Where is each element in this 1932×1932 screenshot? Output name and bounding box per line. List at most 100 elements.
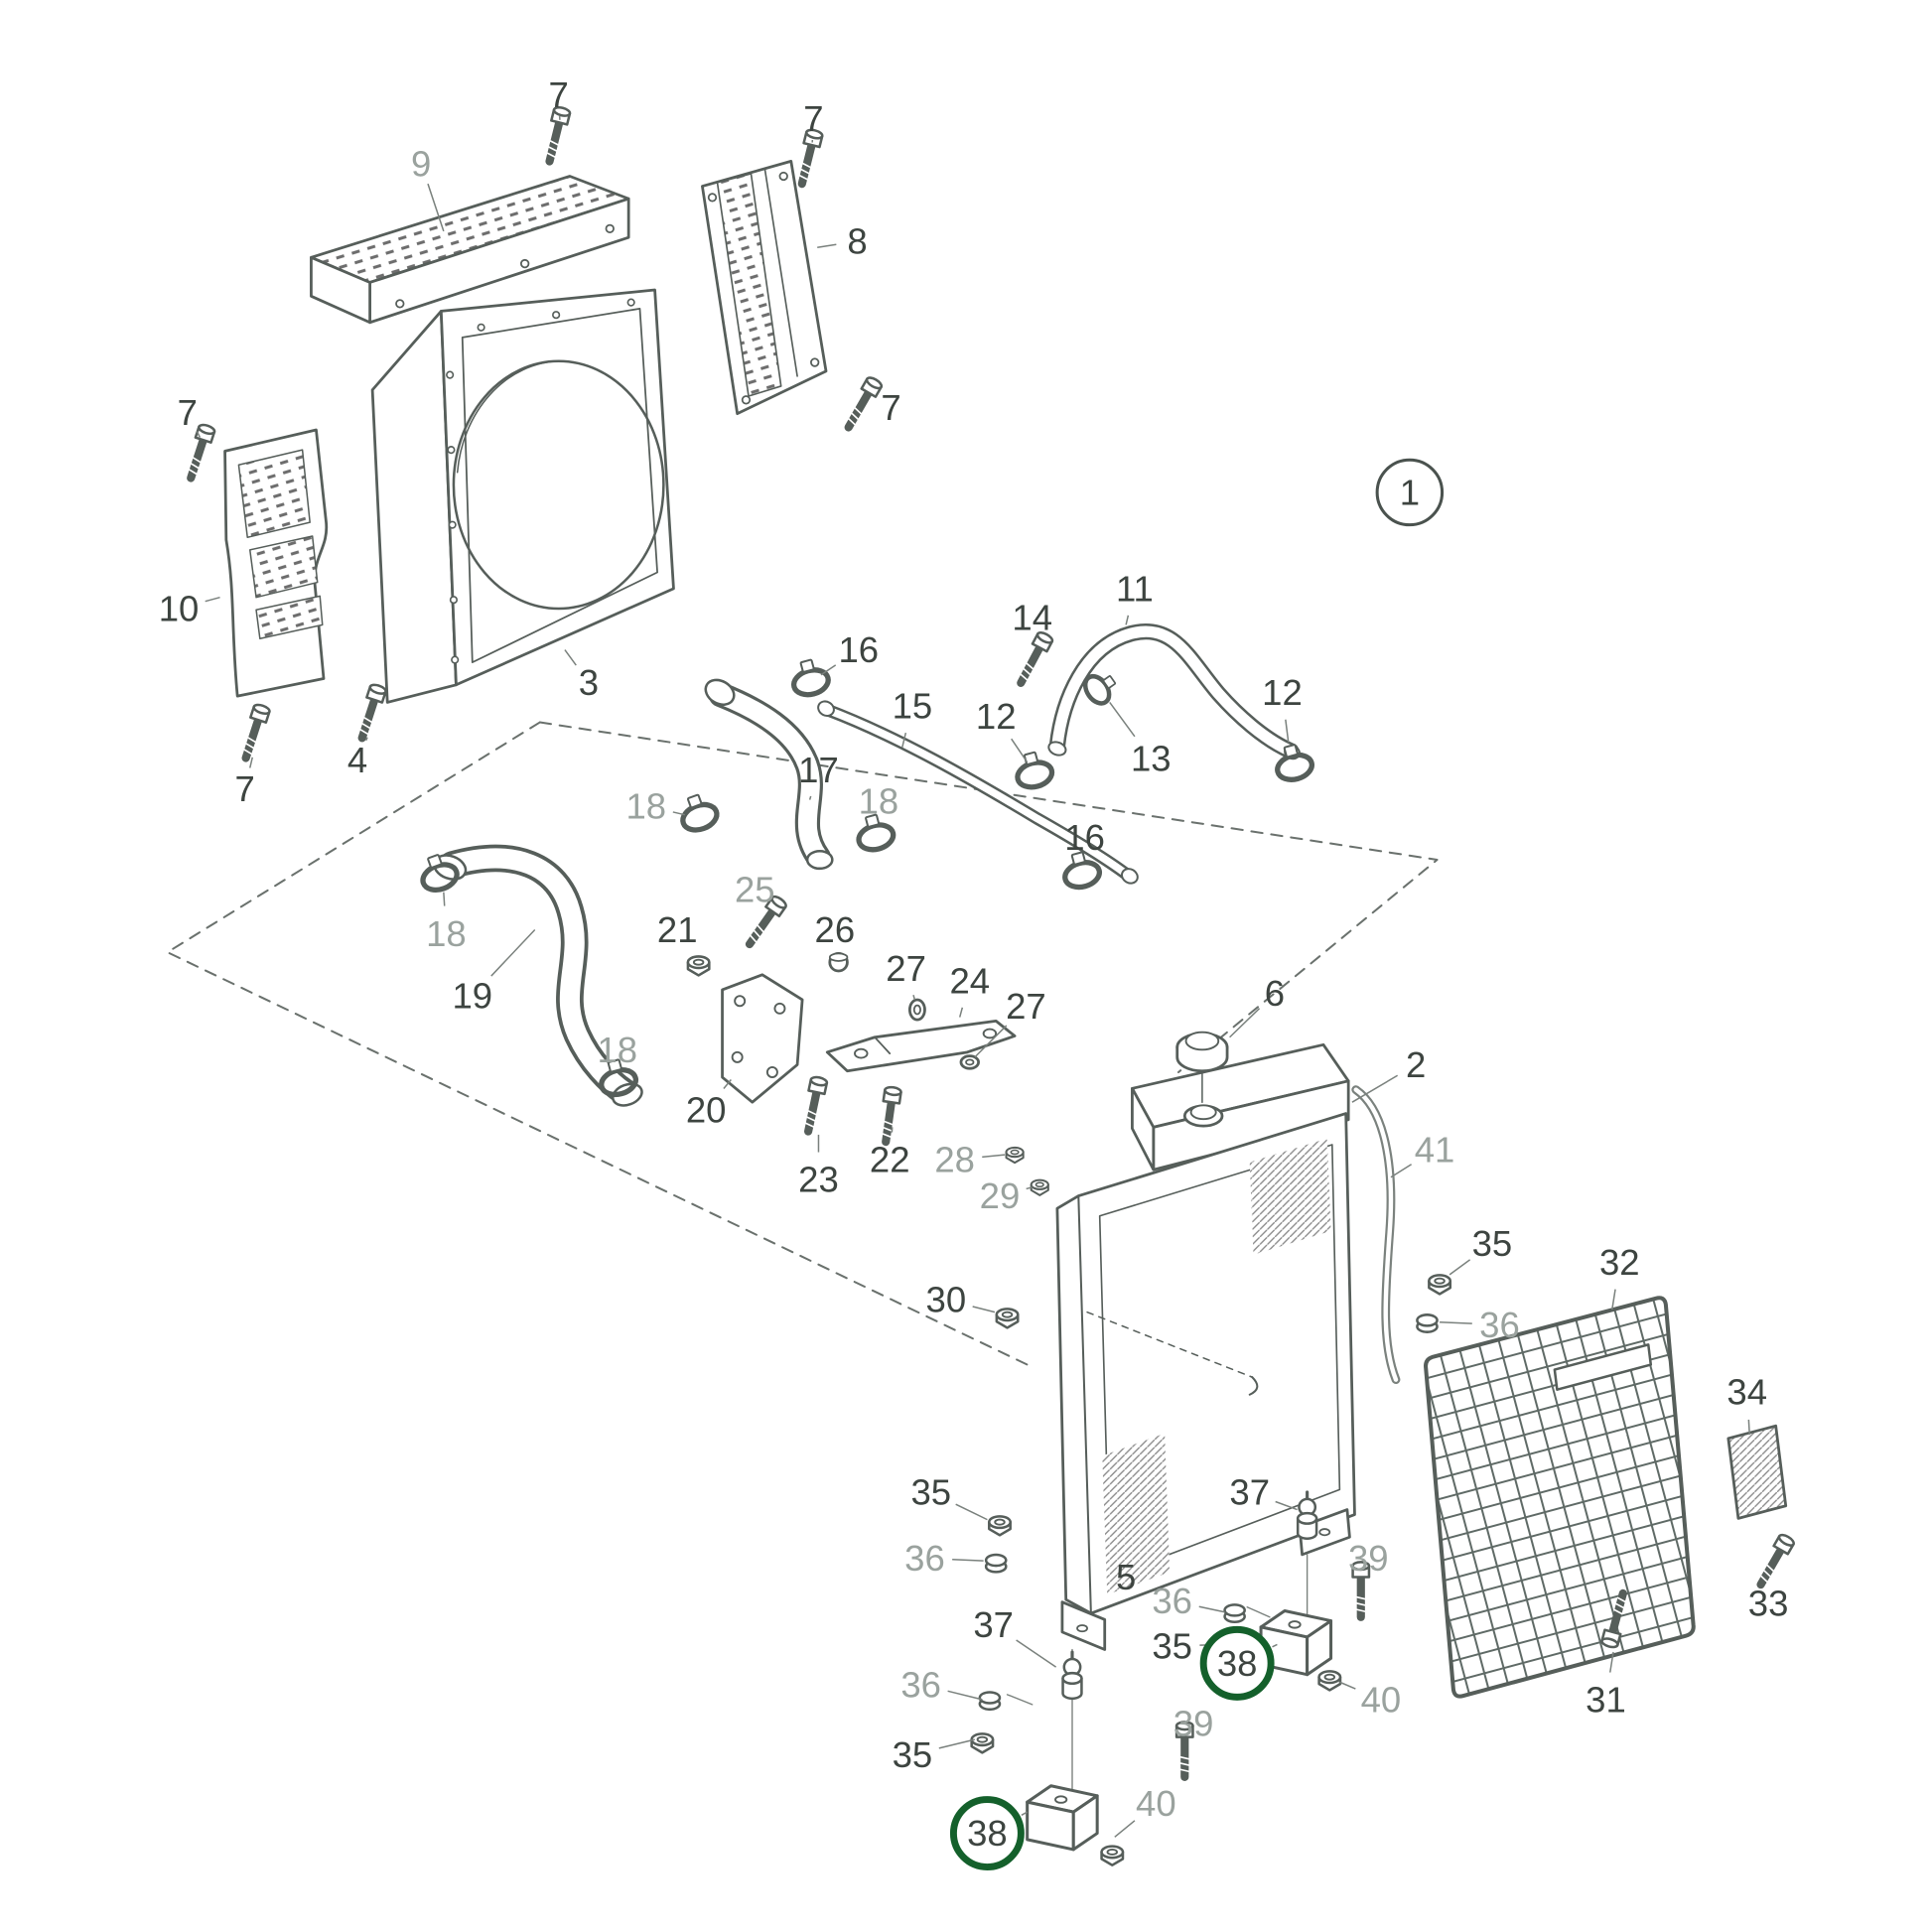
bracket-part-20 xyxy=(721,973,804,1104)
part-label-31: 31 xyxy=(1586,1679,1626,1720)
leader-line xyxy=(1272,1643,1278,1648)
bolt-part-7 xyxy=(842,375,884,431)
grille-handle-slot xyxy=(1553,1343,1653,1391)
part-label-35: 35 xyxy=(1152,1625,1192,1666)
leader-line xyxy=(196,431,202,438)
part-label-16: 16 xyxy=(1064,817,1105,858)
grille-part-32 xyxy=(1424,1296,1696,1699)
mount-axis-line xyxy=(1006,1694,1034,1706)
part-label-24: 24 xyxy=(949,961,990,1002)
leader-line xyxy=(723,1079,732,1089)
leader-line xyxy=(958,1007,964,1018)
nut-part-40 xyxy=(1317,1670,1342,1692)
spacer-part-26 xyxy=(828,952,849,973)
leader-line xyxy=(1449,1259,1471,1276)
leader-line xyxy=(974,1025,1008,1058)
leader-line xyxy=(1011,738,1029,763)
part-label-33: 33 xyxy=(1748,1583,1789,1623)
radiator-cap-part-6 xyxy=(1175,1031,1229,1103)
assembly-boundary xyxy=(166,721,1439,1366)
lower-hose-part-19 xyxy=(433,844,643,1107)
highlight-ring xyxy=(1199,1625,1275,1701)
part-label-36: 36 xyxy=(1152,1581,1192,1621)
part-label-7: 7 xyxy=(803,98,823,139)
part-label-17: 17 xyxy=(798,750,839,790)
leader-line xyxy=(1609,1651,1614,1673)
nut-part-35 xyxy=(970,1731,995,1754)
part-label-20: 20 xyxy=(686,1089,727,1130)
part-label-35: 35 xyxy=(893,1734,933,1775)
mount-bracket-part-38 xyxy=(1026,1784,1099,1852)
part-label-38: 38 xyxy=(967,1813,1008,1854)
leader-line xyxy=(1275,1500,1298,1511)
part-label-16: 16 xyxy=(838,629,879,670)
part-label-8: 8 xyxy=(847,220,867,261)
part-label-7: 7 xyxy=(881,387,900,428)
shield-part-10 xyxy=(223,428,329,698)
leader-line xyxy=(1440,1320,1472,1324)
leader-line xyxy=(1198,1605,1225,1613)
plug-part-30 xyxy=(995,1308,1020,1329)
part-label-21: 21 xyxy=(657,909,698,950)
leader-line xyxy=(427,183,445,232)
bolt-part-22 xyxy=(878,1086,901,1143)
leader-line xyxy=(1125,615,1130,625)
leader-line xyxy=(817,243,837,248)
overflow-hose-part-41 xyxy=(1351,1085,1401,1385)
part-label-7: 7 xyxy=(548,74,568,115)
part-label-6: 6 xyxy=(1265,973,1285,1014)
label-plate-part-34 xyxy=(1726,1424,1788,1520)
upper-hose-part-17 xyxy=(704,678,834,871)
leader-line xyxy=(205,596,220,603)
part-label-13: 13 xyxy=(1131,739,1172,779)
top-panel-part-9 xyxy=(310,175,630,325)
leader-line xyxy=(1026,1186,1033,1190)
leader-line xyxy=(952,1559,984,1562)
bolt-part-14 xyxy=(1014,630,1053,687)
nut-part-28 xyxy=(1005,1146,1025,1165)
leader-line xyxy=(982,1154,1006,1159)
radiator-part-2 xyxy=(1055,1031,1356,1651)
leader-line xyxy=(808,795,812,800)
leader-line xyxy=(1021,1811,1029,1816)
part-label-36: 36 xyxy=(904,1538,945,1579)
leader-line xyxy=(1747,1419,1750,1436)
part-label-34: 34 xyxy=(1726,1372,1767,1413)
part-label-28: 28 xyxy=(934,1140,975,1180)
leader-line xyxy=(672,811,685,816)
fan-shroud-part-3 xyxy=(370,288,675,704)
bolt-part-4 xyxy=(354,683,387,741)
part-label-7: 7 xyxy=(178,392,198,433)
part-label-22: 22 xyxy=(870,1140,910,1180)
part-label-35: 35 xyxy=(1472,1223,1513,1264)
long-hose-part-15 xyxy=(817,700,1139,885)
part-label-3: 3 xyxy=(579,662,599,703)
nut-part-35 xyxy=(1427,1274,1452,1296)
part-label-2: 2 xyxy=(1406,1044,1426,1085)
part-label-4: 4 xyxy=(347,740,367,780)
clamp-part-12 xyxy=(1013,750,1055,791)
part-label-40: 40 xyxy=(1361,1679,1402,1720)
washer-part-36 xyxy=(1223,1602,1247,1624)
part-label-26: 26 xyxy=(815,909,856,950)
leader-line xyxy=(1611,1289,1616,1311)
part-label-37: 37 xyxy=(973,1604,1014,1645)
leader-line xyxy=(947,1690,983,1701)
assembly-ref-ring xyxy=(1375,458,1445,527)
part-label-27: 27 xyxy=(886,948,926,989)
mount-part-37 xyxy=(1060,1650,1084,1701)
leader-line xyxy=(972,1306,996,1313)
side-panel-part-8 xyxy=(701,159,828,416)
bar-part-24 xyxy=(825,1019,1017,1073)
part-label-37: 37 xyxy=(1229,1471,1270,1512)
part-label-36: 36 xyxy=(1479,1305,1520,1345)
nut-part-40 xyxy=(1100,1845,1125,1867)
part-label-23: 23 xyxy=(798,1160,839,1200)
leader-line xyxy=(564,649,577,666)
part-label-9: 9 xyxy=(411,143,431,184)
part-label-18: 18 xyxy=(426,913,467,954)
part-label-18: 18 xyxy=(859,780,899,821)
highlight-ring xyxy=(949,1796,1025,1871)
part-label-14: 14 xyxy=(1012,597,1052,637)
